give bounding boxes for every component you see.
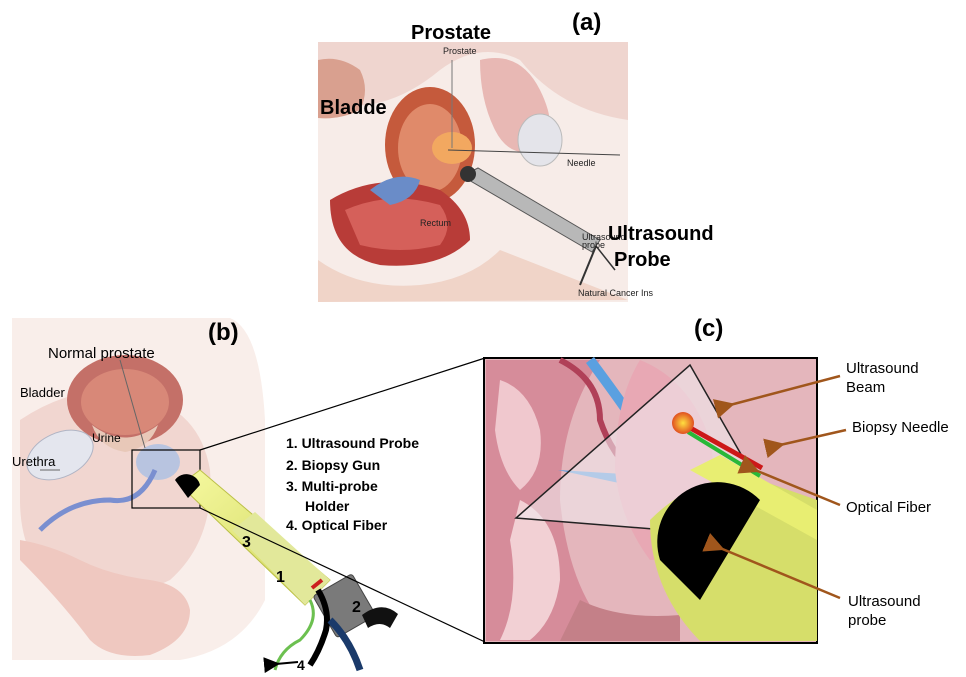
legend-item-4: 4. Optical Fiber xyxy=(286,517,388,533)
normal-prostate-organ xyxy=(136,444,180,480)
panel-b-letter: (b) xyxy=(208,319,239,346)
device-num-2: 2 xyxy=(352,599,361,616)
device-legend: 1. Ultrasound Probe 2. Biopsy Gun 3. Mul… xyxy=(286,435,419,533)
bladder-label-a: Bladde xyxy=(320,97,387,119)
beam-label-line2: Beam xyxy=(846,379,885,396)
device-num-4: 4 xyxy=(297,657,305,673)
normal-prostate-label: Normal prostate xyxy=(48,345,155,362)
prostate-small-label: Prostate xyxy=(443,46,477,56)
ultrasound-probe-label-c2: probe xyxy=(848,612,886,629)
device-num-1: 1 xyxy=(276,569,285,586)
device-num-3: 3 xyxy=(242,534,251,551)
panel-b: (b) Normal prostate Bladder Urine Urethr… xyxy=(12,318,485,673)
prostate-label: Prostate xyxy=(411,22,491,44)
optical-fiber-cable xyxy=(275,600,313,670)
panel-c: (c) Ultrasound Beam Biopsy Needle Optica… xyxy=(484,315,949,643)
ultrasound-small-label-2: probe xyxy=(582,240,605,250)
rectum-label: Rectum xyxy=(420,218,451,228)
pubic-bone xyxy=(518,114,562,166)
legend-item-3-cont: Holder xyxy=(305,498,350,514)
needle-label-a: Needle xyxy=(567,158,596,168)
panel-c-letter: (c) xyxy=(694,315,723,342)
panel-a: (a) Prostate Prostate Bladde Needle Rect… xyxy=(318,9,714,302)
needle-tip xyxy=(672,412,694,434)
urethra-label: Urethra xyxy=(12,454,56,469)
fiber-arrow xyxy=(276,662,298,664)
legend-item-3: 3. Multi-probe xyxy=(286,478,378,494)
urine-label: Urine xyxy=(92,431,121,445)
image-credit: Natural Cancer Ins xyxy=(578,288,654,298)
legend-item-2: 2. Biopsy Gun xyxy=(286,457,380,473)
ultrasound-probe-label-line1: Ultrasound xyxy=(608,223,714,245)
bladder-label-b: Bladder xyxy=(20,385,65,400)
ultrasound-probe-label-line2: Probe xyxy=(614,249,671,271)
panel-a-letter: (a) xyxy=(572,9,601,36)
optical-fiber-label: Optical Fiber xyxy=(846,499,931,516)
legend-item-1: 1. Ultrasound Probe xyxy=(286,435,419,451)
biopsy-needle-label: Biopsy Needle xyxy=(852,419,949,436)
beam-label-line1: Ultrasound xyxy=(846,360,919,377)
ultrasound-probe-label-c1: Ultrasound xyxy=(848,593,921,610)
